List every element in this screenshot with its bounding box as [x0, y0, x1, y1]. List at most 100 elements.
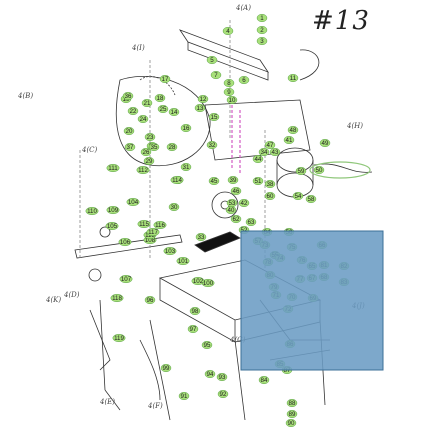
part-callout[interactable]: 88 [286, 399, 298, 407]
part-callout[interactable]: 95 [201, 341, 213, 349]
callout-bubble [178, 392, 190, 401]
part-callout[interactable]: 115 [137, 219, 151, 228]
part-callout[interactable]: 105 [105, 221, 119, 230]
part-callout[interactable]: 11 [287, 73, 299, 82]
part-callout[interactable]: 15 [208, 112, 220, 121]
part-callout[interactable]: 36 [122, 91, 134, 100]
part-callout[interactable]: 24 [137, 114, 149, 123]
part-callout[interactable]: 10 [226, 95, 238, 104]
part-callout[interactable]: 13 [194, 103, 206, 112]
part-callout[interactable]: 14 [168, 107, 180, 116]
callout-bubble [252, 154, 264, 163]
part-callout[interactable]: 46 [230, 186, 242, 195]
part-callout[interactable]: 26 [140, 147, 152, 156]
part-callout[interactable]: 106 [118, 237, 132, 246]
part-callout[interactable]: 42 [238, 198, 250, 207]
part-callout[interactable]: 118 [110, 294, 124, 302]
callout-number: 59 [298, 168, 305, 175]
part-callout[interactable]: 31 [180, 162, 192, 171]
part-callout[interactable]: 93 [216, 373, 228, 381]
part-callout[interactable]: 39 [227, 175, 239, 184]
part-callout[interactable]: 117 [146, 227, 160, 236]
callout-bubble [195, 232, 207, 241]
part-callout[interactable]: 110 [85, 206, 99, 215]
part-callout[interactable]: 8 [223, 78, 235, 87]
callout-bubble [126, 197, 140, 206]
part-callout[interactable]: 7 [210, 70, 222, 79]
part-callout[interactable]: 43 [269, 147, 281, 156]
part-callout[interactable]: 48 [287, 125, 299, 134]
part-callout[interactable]: 18 [154, 93, 166, 102]
part-callout[interactable]: 20 [123, 126, 135, 135]
part-callout[interactable]: 111 [106, 163, 120, 172]
part-callout[interactable]: 98 [189, 307, 201, 315]
part-callout[interactable]: 49 [319, 138, 331, 147]
highlight-box[interactable] [240, 230, 384, 371]
part-callout[interactable]: 89 [286, 410, 298, 418]
part-callout[interactable]: 60 [264, 191, 276, 200]
part-callout[interactable]: 90 [285, 419, 297, 427]
part-callout[interactable]: 4 [222, 27, 234, 35]
part-callout[interactable]: 63 [245, 217, 257, 226]
part-callout[interactable]: 12 [197, 94, 209, 103]
part-callout[interactable]: 16 [180, 123, 192, 132]
part-callout[interactable]: 51 [252, 176, 264, 185]
part-callout[interactable]: 2 [256, 26, 268, 34]
part-callout[interactable]: 29 [143, 156, 155, 165]
part-callout[interactable]: 101 [176, 257, 190, 265]
part-callout[interactable]: 44 [252, 154, 264, 163]
part-callout[interactable]: 41 [283, 135, 295, 144]
part-callout[interactable]: 37 [124, 142, 136, 151]
callout-number: 49 [322, 140, 329, 147]
part-callout[interactable]: 94 [204, 370, 216, 378]
part-callout[interactable]: 35 [148, 142, 160, 151]
part-callout[interactable]: 17 [159, 74, 171, 83]
part-callout[interactable]: 38 [264, 179, 276, 188]
part-callout[interactable]: 53 [226, 198, 238, 207]
part-callout[interactable]: 62 [230, 214, 242, 223]
part-callout[interactable]: 40 [225, 205, 237, 214]
part-callout[interactable]: 107 [119, 275, 133, 283]
part-callout[interactable]: 9 [223, 87, 235, 96]
part-callout[interactable]: 99 [160, 364, 172, 372]
part-callout[interactable]: 50 [313, 165, 325, 174]
callout-number: 105 [107, 223, 118, 230]
part-callout[interactable]: 32 [206, 140, 218, 149]
part-callout[interactable]: 114 [170, 175, 184, 184]
part-callout[interactable]: 22 [127, 106, 139, 115]
part-callout[interactable]: 5 [206, 56, 218, 64]
part-callout[interactable]: 54 [292, 191, 304, 200]
part-callout[interactable]: 92 [217, 390, 229, 398]
part-callout[interactable]: 96 [144, 296, 156, 304]
part-callout[interactable]: 28 [166, 142, 178, 151]
callout-bubble [180, 162, 192, 171]
part-callout[interactable]: 30 [168, 202, 180, 211]
part-callout[interactable]: 91 [178, 392, 190, 401]
part-callout[interactable]: 21 [141, 98, 153, 107]
callout-bubble [206, 140, 218, 149]
part-callout[interactable]: 34 [258, 147, 270, 156]
part-callout[interactable]: 109 [106, 205, 120, 214]
part-callout[interactable]: 58 [305, 194, 317, 203]
part-callout[interactable]: 45 [208, 176, 220, 185]
part-callout[interactable]: 23 [144, 132, 156, 141]
part-callout[interactable]: 102 [191, 277, 205, 285]
part-callout[interactable]: 25 [157, 104, 169, 113]
part-callout[interactable]: 84 [258, 376, 270, 384]
part-callout[interactable]: 103 [163, 246, 177, 255]
part-callout[interactable]: 116 [153, 220, 167, 229]
hand-label: 4(G) [229, 336, 246, 344]
part-callout[interactable]: 104 [126, 197, 140, 206]
part-callout[interactable]: 6 [238, 75, 250, 84]
part-callout[interactable]: 33 [195, 232, 207, 241]
callout-number: 20 [126, 128, 133, 135]
part-callout[interactable]: 112 [136, 165, 150, 174]
callout-bubble [264, 179, 276, 188]
part-callout[interactable]: 59 [295, 166, 307, 175]
part-callout[interactable]: 47 [264, 140, 276, 149]
callout-bubble [143, 156, 155, 165]
part-callout[interactable]: 3 [256, 37, 268, 45]
part-callout[interactable]: 97 [187, 325, 199, 333]
part-callout[interactable]: 119 [112, 334, 126, 342]
part-callout[interactable]: 1 [256, 13, 268, 22]
